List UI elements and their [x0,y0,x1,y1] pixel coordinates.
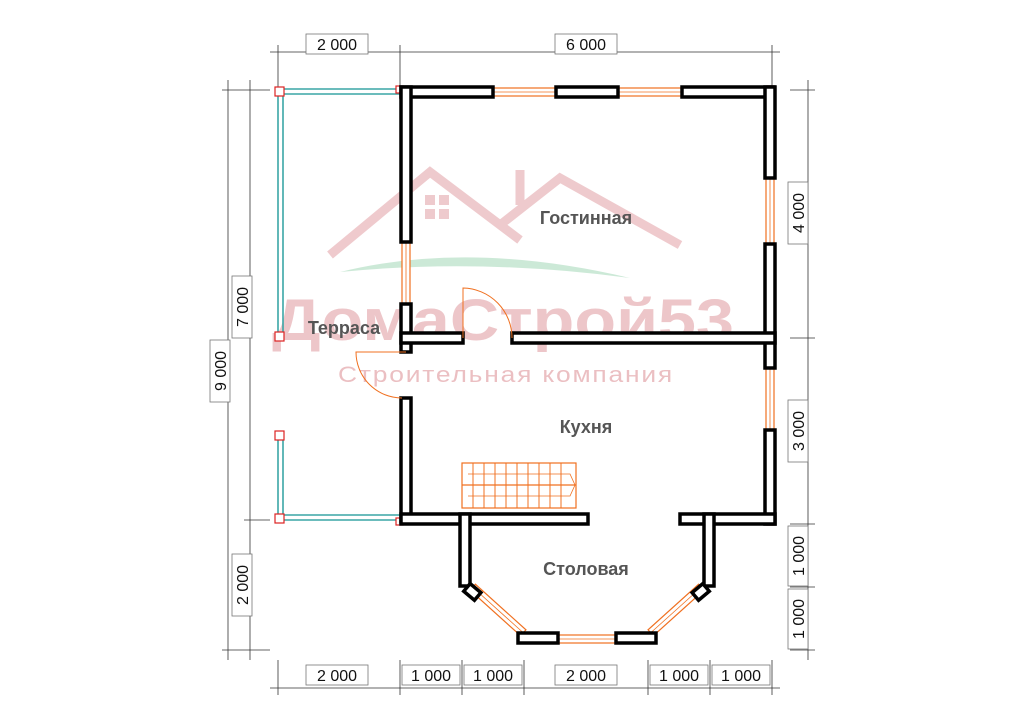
staircase [461,462,577,509]
room-label-terrace: Терраса [308,318,381,338]
watermark: ДомаСтрой53 Строительная компания [272,166,734,387]
dimension-labels: 2 000 6 000 9 000 7 000 2 000 4 000 3 00… [209,33,809,686]
dim-left-lower: 2 000 [235,565,252,605]
dim-bottom-6: 1 000 [721,668,761,685]
dim-bottom-3: 1 000 [473,668,513,685]
dim-top-left: 2 000 [317,37,357,54]
door-swing [462,287,513,339]
room-label-living: Гостинная [540,208,632,228]
dim-bottom-4: 2 000 [566,668,606,685]
room-label-kitchen: Кухня [560,417,613,437]
watermark-window-icon [425,195,449,219]
dim-left-upper: 7 000 [235,287,252,327]
walls [399,85,777,645]
dim-bottom-1: 2 000 [317,668,357,685]
watermark-tagline: Строительная компания [338,362,674,387]
dim-right-lower-2: 1 000 [791,599,808,639]
dim-right-lower-1: 1 000 [791,536,808,576]
dim-right-upper: 4 000 [791,193,808,233]
windows [401,87,775,644]
watermark-wave [340,257,630,278]
dim-bottom-2: 1 000 [411,668,451,685]
terrace-post [274,86,285,97]
dim-right-middle: 3 000 [791,411,808,451]
dim-bottom-5: 1 000 [659,668,699,685]
terrace-post [274,430,285,441]
door-swing [355,351,406,399]
dim-left-total: 9 000 [213,351,230,391]
terrace-post [274,331,285,342]
watermark-house-icon [327,166,683,259]
doors [355,287,513,399]
terrace-post [274,513,285,524]
dim-top-right: 6 000 [566,37,606,54]
room-label-dining: Столовая [543,559,629,579]
